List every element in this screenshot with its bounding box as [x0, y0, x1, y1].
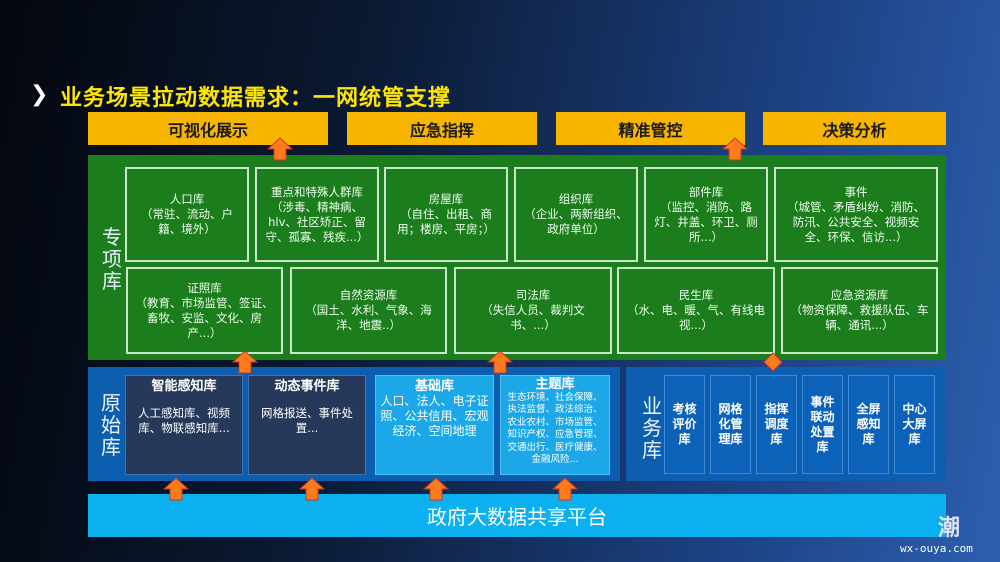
item-desc: （水、电、暖、气、有线电视...）: [627, 303, 765, 332]
top-button-control[interactable]: 精准管控: [556, 112, 745, 145]
business-item[interactable]: 指挥调度库: [756, 375, 797, 474]
special-item[interactable]: 民生库（水、电、暖、气、有线电视...）: [617, 267, 775, 354]
special-item[interactable]: 部件库（监控、消防、路灯、井盖、环卫、厕所...）: [644, 167, 768, 262]
item-title: 房屋库: [428, 192, 464, 206]
raw-item-topic[interactable]: 主题库生态环境、社会保障、执法监督、政法综治、农业农村、市场监管、知识产权、应急…: [500, 375, 610, 475]
item-desc: （涉毒、精神病、hlv、社区矫正、留守、孤寡、残疾...）: [265, 199, 369, 244]
business-item[interactable]: 考核评价库: [664, 375, 705, 474]
item-desc: （国土、水利、气象、海洋、地震..）: [305, 303, 432, 332]
item-desc: （监控、消防、路灯、井盖、环卫、厕所...）: [654, 199, 758, 244]
item-title: 重点和特殊人群库: [271, 184, 363, 199]
item-desc: 人口、法人、电子证照、公共信用、宏观经济、空间地理: [380, 394, 489, 438]
item-desc: 人工感知库、视频库、物联感知库...: [138, 406, 230, 435]
special-item[interactable]: 事件（城管、矛盾纠纷、消防、防汛、公共安全、视频安全、环保、信访...）: [774, 167, 938, 262]
chevron-right-icon: ❯: [30, 82, 49, 107]
item-desc: （城管、矛盾纠纷、消防、防汛、公共安全、视频安全、环保、信访...）: [787, 199, 925, 244]
up-arrow-icon: [163, 477, 189, 501]
up-arrow-icon: [267, 137, 293, 161]
item-title: 证照库: [187, 280, 222, 295]
item-title: 应急资源库: [830, 288, 889, 302]
item-desc: 生态环境、社会保障、执法监督、政法综治、农业农村、市场监管、知识产权、应急管理、…: [507, 391, 603, 466]
special-item[interactable]: 人口库（常驻、流动、户籍、境外）: [125, 167, 249, 262]
special-item[interactable]: 证照库（教育、市场监管、签证、畜牧、安监、文化、房产...）: [126, 267, 283, 354]
watermark-logo: 潮: [938, 516, 961, 541]
item-desc: （物资保障、救援队伍、车辆、通讯...）: [790, 303, 929, 332]
up-arrow-icon: [552, 477, 578, 501]
item-desc: （企业、两新组织、政府单位）: [524, 207, 628, 236]
top-button-emergency[interactable]: 应急指挥: [347, 112, 537, 145]
special-library-panel: [88, 155, 946, 360]
raw-item-smart-sensing[interactable]: 智能感知库人工感知库、视频库、物联感知库...: [125, 375, 243, 475]
item-title: 智能感知库: [151, 379, 217, 394]
item-title: 基础库: [414, 379, 454, 394]
business-library-label: 业务库: [642, 394, 662, 462]
item-title: 部件库: [688, 184, 724, 199]
page-title: 业务场景拉动数据需求：一网统管支撑: [60, 86, 452, 111]
special-item[interactable]: 应急资源库（物资保障、救援队伍、车辆、通讯...）: [781, 267, 938, 354]
raw-item-dynamic-events[interactable]: 动态事件库网格报送、事件处置...: [248, 375, 366, 475]
item-title: 动态事件库: [274, 379, 340, 394]
business-item[interactable]: 网格化管理库: [710, 375, 751, 474]
up-arrow-icon: [299, 477, 325, 501]
up-arrow-icon: [232, 350, 258, 374]
top-button-decision[interactable]: 决策分析: [763, 112, 946, 145]
special-item[interactable]: 房屋库（自住、出租、商用；楼房、平房；）: [384, 167, 508, 262]
up-arrow-icon: [722, 137, 748, 161]
item-desc: （教育、市场监管、签证、畜牧、安监、文化、房产...）: [135, 295, 274, 340]
business-item[interactable]: 事件联动处置库: [802, 375, 843, 474]
up-arrow-icon: [487, 350, 513, 374]
business-item[interactable]: 中心大屏库: [894, 375, 935, 474]
item-desc: （自住、出租、商用；楼房、平房；）: [397, 207, 495, 236]
item-title: 人口库: [169, 192, 205, 206]
raw-library-label: 原始库: [101, 391, 121, 459]
up-arrow-icon: [423, 477, 449, 501]
item-title: 司法库: [515, 288, 551, 302]
item-title: 自然资源库: [339, 288, 398, 302]
special-item[interactable]: 重点和特殊人群库（涉毒、精神病、hlv、社区矫正、留守、孤寡、残疾...）: [255, 167, 379, 262]
diamond-arrow-icon: [763, 352, 783, 376]
government-data-sharing-platform[interactable]: 政府大数据共享平台: [88, 494, 946, 537]
item-desc: 网格报送、事件处置...: [261, 406, 353, 435]
raw-item-base[interactable]: 基础库人口、法人、电子证照、公共信用、宏观经济、空间地理: [375, 375, 494, 475]
item-title: 事件: [844, 184, 868, 199]
item-title: 民生库: [678, 288, 714, 302]
top-button-visualization[interactable]: 可视化展示: [88, 112, 328, 145]
item-desc: （失信人员、裁判文书、...）: [481, 303, 585, 332]
business-item[interactable]: 全屏感知库: [848, 375, 889, 474]
item-title: 组织库: [558, 192, 594, 206]
item-desc: （常驻、流动、户籍、境外）: [141, 207, 233, 236]
special-item[interactable]: 自然资源库（国土、水利、气象、海洋、地震..）: [290, 267, 447, 354]
special-item[interactable]: 组织库（企业、两新组织、政府单位）: [514, 167, 638, 262]
item-title: 主题库: [535, 377, 575, 392]
watermark-site: wx-ouya.com: [900, 542, 973, 555]
special-library-label: 专项库: [102, 225, 122, 293]
special-item[interactable]: 司法库（失信人员、裁判文书、...）: [454, 267, 612, 354]
